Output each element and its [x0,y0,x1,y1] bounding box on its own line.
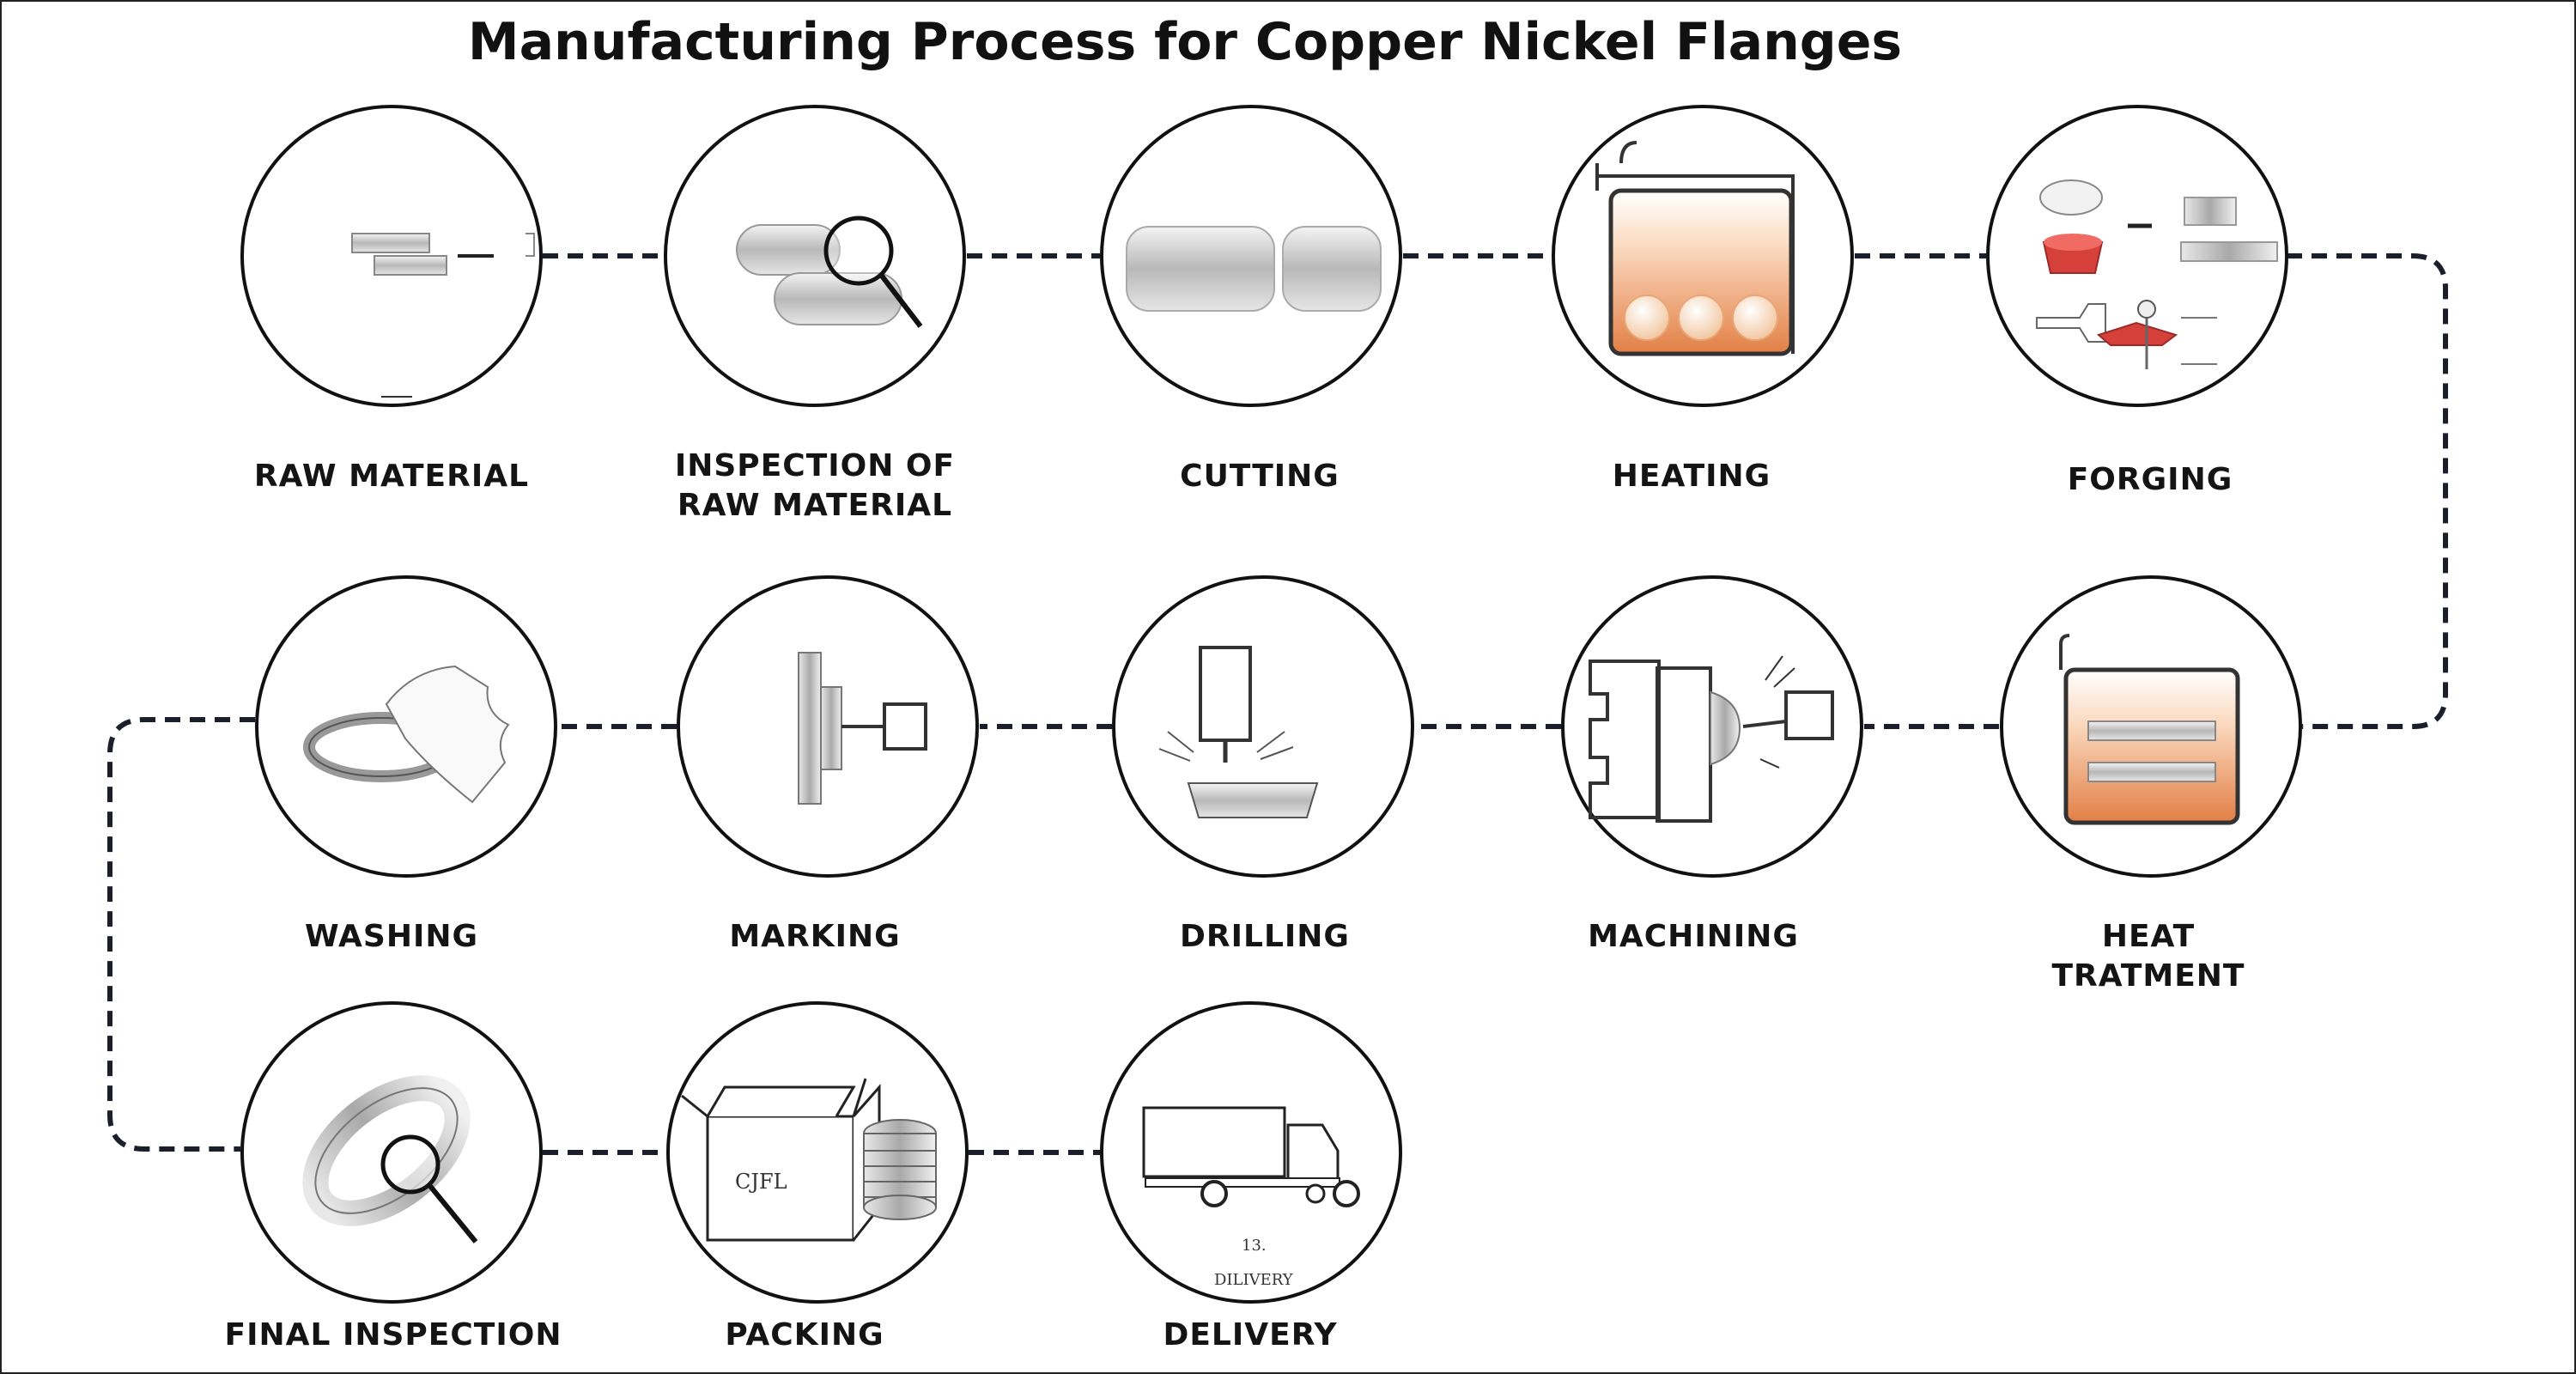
marking-stamp-icon [798,652,927,805]
label-forging: FORGING [2067,462,2233,497]
step-circle-drilling [1112,575,1414,878]
label-final-inspection: FINAL INSPECTION [224,1317,562,1353]
label-raw-material: RAW MATERIAL [253,459,530,494]
cut-billets-icon [1126,226,1382,312]
label-heating: HEATING [1612,459,1771,494]
label-heat-line-2: TRATMENT [2051,958,2245,994]
raw-material-bars-icon [351,233,535,398]
forging-press-icon [2036,179,2278,369]
washing-flange-icon [303,665,510,804]
magnifier-on-bars-icon [736,216,923,328]
furnace-icon [1595,141,1795,356]
label-delivery: DELIVERY [1163,1317,1338,1353]
truck-icon [1142,1106,1360,1207]
label-inspection-of-raw-material: INSPECTION OF RAW MATERIAL [643,447,987,526]
label-marking: MARKING [729,919,901,954]
label-heat-line-1: HEAT [2101,919,2196,954]
label-washing: WASHING [304,919,479,954]
label-heat-treatment: HEAT TRATMENT [1977,917,2320,996]
diagram-title: Manufacturing Process for Copper Nickel … [467,12,1903,72]
heat-treatment-furnace-icon [2059,634,2240,825]
delivery-small-word: DILIVERY [1214,1271,1293,1289]
connector-5-6 [2287,253,2448,729]
label-drilling: DRILLING [1180,919,1350,954]
label-cutting: CUTTING [1180,459,1340,494]
box-print-text: CJFL [735,1170,787,1194]
label-packing: PACKING [725,1317,884,1353]
lathe-icon [1589,655,1834,823]
connector-lines [107,253,2448,1155]
delivery-small-number: 13. [1242,1237,1267,1255]
label-inspection-line-2: RAW MATERIAL [677,488,953,523]
box-and-flanges-icon [681,1078,937,1242]
step-circles [240,105,2302,1304]
label-machining: MACHINING [1588,919,1799,954]
flange-magnifier-icon [302,1075,478,1243]
connector-10-11 [107,717,255,1152]
drill-press-icon [1158,646,1319,818]
label-inspection-line-1: INSPECTION OF [674,448,956,483]
